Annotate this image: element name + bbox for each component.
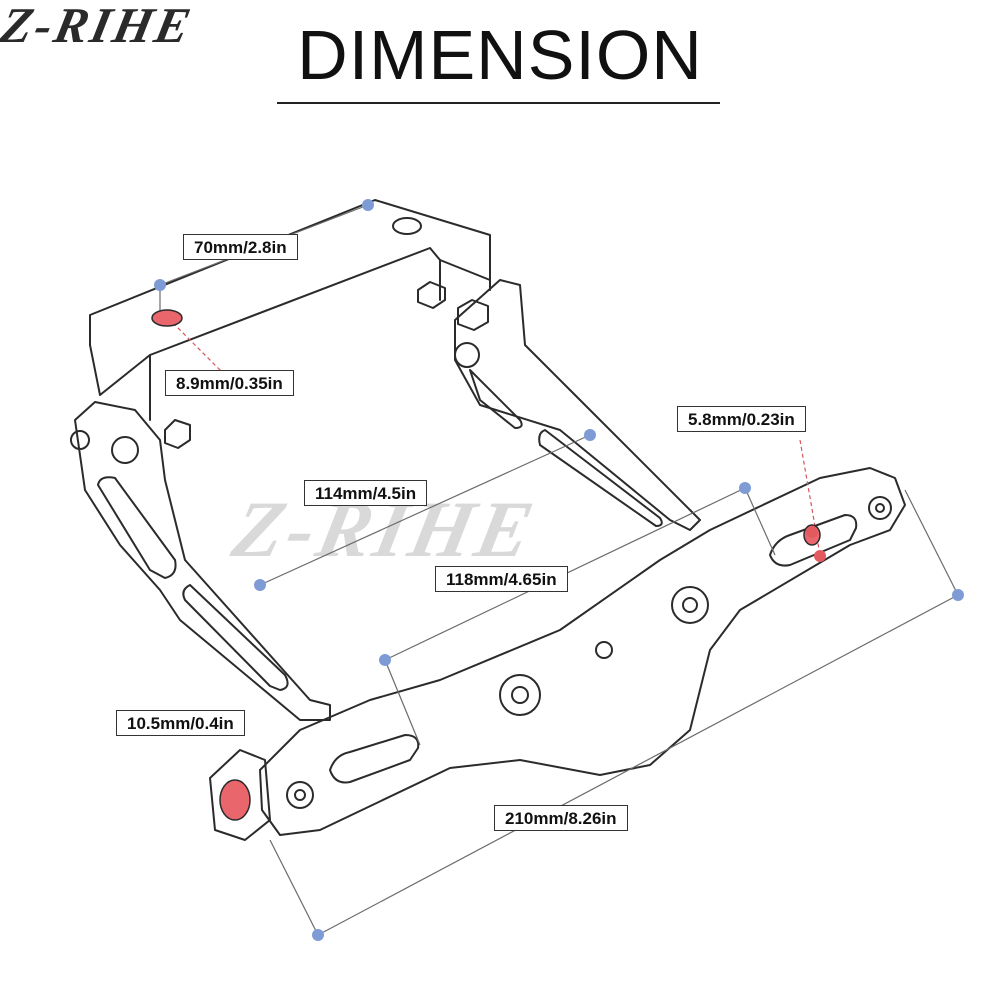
dim-label-plate-width: 118mm/4.65in: [435, 566, 568, 592]
left-arm: [74, 401, 331, 721]
center-bolt-1: [499, 674, 541, 716]
title-underline: [277, 102, 720, 104]
dim-label-slot-width: 5.8mm/0.23in: [677, 406, 806, 432]
top-bracket: [89, 199, 491, 346]
slot-left: [329, 734, 420, 784]
dim-label-mount-hole: 8.9mm/0.35in: [165, 370, 294, 396]
right-arm: [454, 279, 701, 531]
nut-left: [164, 419, 191, 449]
dim-point: [362, 199, 374, 211]
dim-label-arm-length: 114mm/4.5in: [304, 480, 428, 506]
pivot-hole-red: [219, 779, 251, 821]
dim-point: [154, 279, 166, 291]
page-title: DIMENSION: [297, 16, 703, 94]
slot-right: [769, 514, 858, 567]
dim-point: [312, 929, 324, 941]
dim-point: [739, 482, 751, 494]
dim-point: [379, 654, 391, 666]
top-hole: [392, 217, 422, 235]
dim-point-red: [814, 550, 826, 562]
dim-point: [952, 589, 964, 601]
dim-label-total-length: 210mm/8.26in: [494, 805, 628, 831]
main-plate: [259, 467, 906, 836]
dim-label-width-top: 70mm/2.8in: [183, 234, 298, 260]
mount-hole-red: [151, 309, 183, 327]
dim-point: [254, 579, 266, 591]
nut-right-top: [417, 281, 489, 331]
dim-label-pivot-hole: 10.5mm/0.4in: [116, 710, 245, 736]
dim-point-red: [806, 526, 818, 538]
dim-point: [584, 429, 596, 441]
center-bolt-2: [671, 586, 709, 624]
pivot-block: [209, 749, 271, 841]
